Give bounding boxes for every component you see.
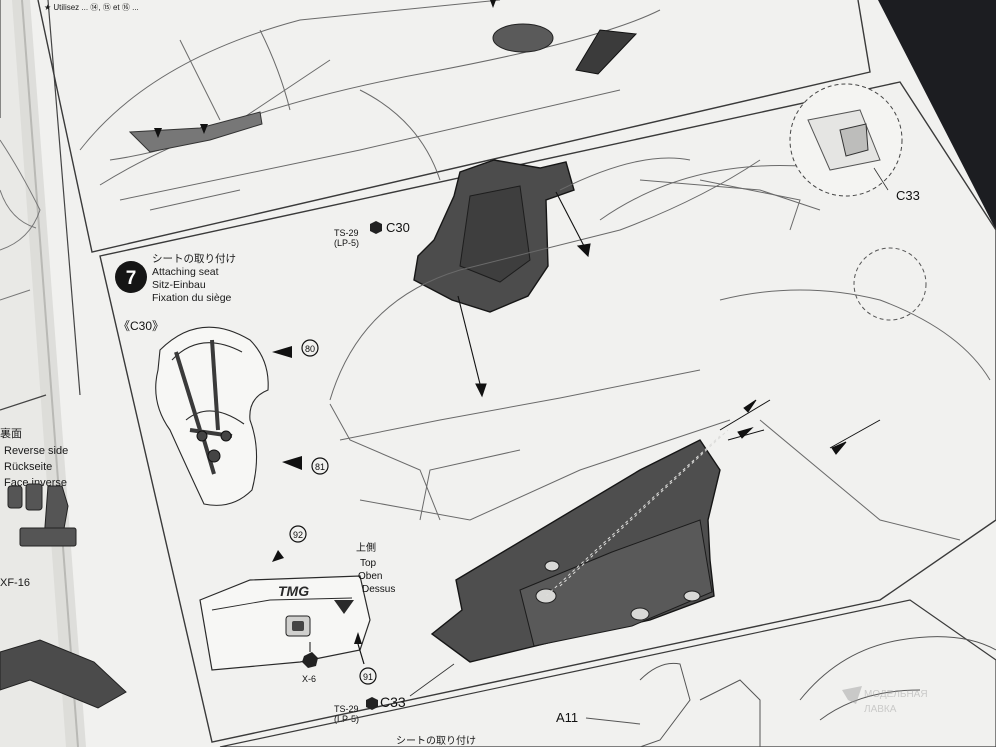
side-top-en: Top <box>360 558 377 569</box>
tmg-logo: TMG <box>278 583 309 599</box>
floor-part-c33-lower <box>519 519 713 647</box>
decal-81-number: 81 <box>315 462 325 472</box>
decal-92-pointer: 92 <box>272 525 307 562</box>
detail-callout-c33: C33 <box>789 83 920 203</box>
warning-triangle-icon <box>334 600 354 614</box>
seat-paint-hex-icon <box>370 221 382 234</box>
step-title-fr: Fixation du siège <box>152 292 232 304</box>
decal-81-pointer: 81 <box>282 456 329 475</box>
top-strut <box>575 29 638 75</box>
decal-91-number: 91 <box>363 672 373 682</box>
floor-part-label: C33 <box>380 694 406 710</box>
right-page <box>22 0 996 747</box>
bottom-lineart <box>585 636 996 747</box>
decal-80-pointer: 80 <box>272 339 319 358</box>
floor-dashed-rails <box>545 429 729 597</box>
left-part-label: XF-16 <box>0 577 30 589</box>
bottom-title-jp: シートの取り付け <box>396 734 476 747</box>
left-gray-wing <box>0 639 127 709</box>
seat-paint-code: TS-29 <box>334 228 359 238</box>
screw-x6: X-6 <box>302 642 318 684</box>
c30-inset-label: 《C30》 <box>118 319 164 333</box>
side-top-jp: 上側 <box>356 541 376 554</box>
decal-92-number: 92 <box>293 530 303 540</box>
seat-part-label: C30 <box>386 220 410 235</box>
floor-paint-hex-icon <box>366 697 378 710</box>
step-title-jp: シートの取り付け <box>152 252 236 265</box>
step-badge: 7 <box>115 261 147 293</box>
floor-assembly-arrows <box>719 399 881 455</box>
left-page-frames <box>0 0 81 411</box>
watermark-line2: ЛАВКА <box>864 704 897 715</box>
top-arrows <box>154 0 496 138</box>
floor-paint-alt: (LP-5) <box>334 714 359 724</box>
decal-80-number: 80 <box>305 344 315 354</box>
side-top-fr: Dessus <box>362 584 395 595</box>
screw-x6-label: X-6 <box>302 674 316 684</box>
reverse-side-en: Reverse side <box>4 445 68 457</box>
side-top-de: Oben <box>358 571 382 582</box>
bottom-panel-frame <box>219 599 996 747</box>
c30-buckles <box>196 430 232 463</box>
top-nose-part <box>492 23 554 53</box>
floor-part-holes <box>535 560 701 621</box>
bottom-part-a11: A11 <box>556 710 578 725</box>
top-note: ★ Utilisez ... ⑭, ⑮ et ⑯ ... <box>44 3 139 12</box>
decal-91-pointer: 91 <box>354 632 377 685</box>
left-reverse-side-block: 裏面 Reverse side Rückseite Face inverse X… <box>0 426 127 709</box>
top-panel-frame <box>37 0 871 253</box>
seat-paint-alt: (LP-5) <box>334 238 359 248</box>
watermark: МОДЕЛЬНАЯ ЛАВКА <box>842 686 928 715</box>
step-title-en: Attaching seat <box>152 266 219 278</box>
step-number: 7 <box>126 268 137 289</box>
reverse-side-de: Rückseite <box>4 461 52 473</box>
seat-part-c30-inner <box>459 185 531 283</box>
page-gutter <box>21 0 79 747</box>
reverse-side-jp: 裏面 <box>0 426 22 440</box>
step-title-de: Sitz-Einbau <box>152 279 206 291</box>
step7-panel-frame <box>99 81 996 743</box>
left-gray-parts <box>7 483 77 547</box>
floor-part-leader <box>409 663 455 697</box>
top-gray-fin <box>128 111 263 153</box>
watermark-line1: МОДЕЛЬНАЯ <box>864 689 928 700</box>
decal-side-part: TMG <box>199 575 371 671</box>
seat-assembly-arrows <box>457 191 591 398</box>
detail-source-circle <box>853 247 927 321</box>
chassis-lineart <box>329 157 991 541</box>
left-page-lineart <box>0 139 41 301</box>
detail-callout-part: C33 <box>896 188 920 203</box>
floor-paint-code: TS-29 <box>334 704 359 714</box>
